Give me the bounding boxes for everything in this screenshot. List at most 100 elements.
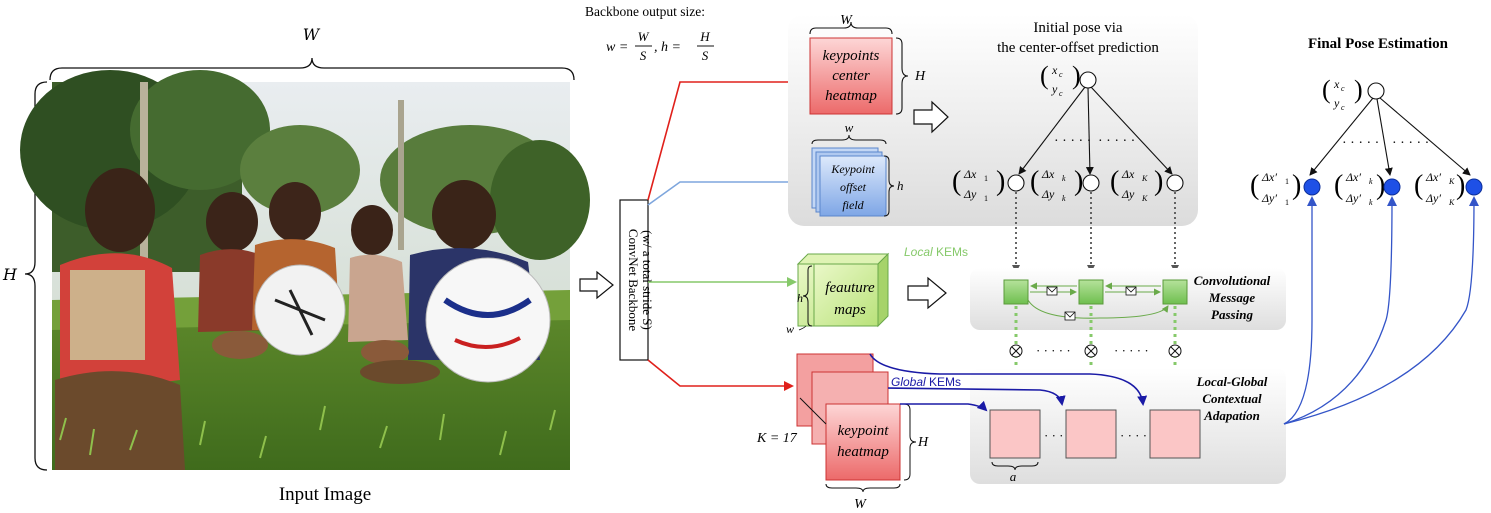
- final-pose-title: Final Pose Estimation: [1308, 36, 1449, 52]
- svg-text:· · · · ·: · · · · ·: [1098, 134, 1135, 149]
- svg-text:w: w: [845, 120, 854, 135]
- svg-text:maps: maps: [834, 302, 866, 318]
- svg-text:Message: Message: [1208, 290, 1255, 305]
- svg-text:Δx: Δx: [963, 167, 977, 181]
- svg-text:c: c: [1059, 70, 1063, 79]
- svg-text:Δy′: Δy′: [1261, 191, 1277, 205]
- svg-text:heatmap: heatmap: [837, 444, 889, 460]
- svg-text:K: K: [1141, 194, 1148, 203]
- message-passing-panel: [970, 268, 1286, 330]
- svg-text:(: (: [1250, 170, 1259, 201]
- svg-text:): ): [1354, 75, 1363, 104]
- svg-text:w =: w =: [606, 40, 628, 55]
- svg-text:center: center: [832, 68, 870, 84]
- svg-text:keypoint: keypoint: [838, 423, 890, 439]
- input-photo: [20, 70, 590, 470]
- svg-text:c: c: [1341, 103, 1345, 112]
- message-passing-nodes: [1003, 279, 1188, 321]
- svg-text:h: h: [797, 291, 803, 305]
- initial-center-node: [1079, 71, 1097, 89]
- svg-text:Δy: Δy: [1121, 187, 1135, 201]
- svg-text:(: (: [1030, 166, 1039, 197]
- svg-text:y: y: [1333, 96, 1340, 110]
- keypoint-heatmap-block: keypoint heatmap K = 17 H W: [756, 353, 929, 512]
- svg-text:H: H: [917, 435, 929, 450]
- initial-pose-title-line2: the center-offset prediction: [997, 40, 1159, 56]
- svg-text:Δy′: Δy′: [1345, 191, 1361, 205]
- svg-text:H: H: [914, 69, 926, 84]
- final-offset-K: ( ) Δx′ K Δy′ K: [1414, 170, 1483, 207]
- svg-text:Δx: Δx: [1121, 167, 1135, 181]
- svg-text:y: y: [1051, 82, 1058, 96]
- svg-text:(: (: [1322, 75, 1331, 104]
- svg-text:(: (: [1334, 170, 1343, 201]
- convnet-backbone-box: [619, 199, 649, 361]
- keypoint-count-label: K = 17: [756, 431, 798, 446]
- global-kem-paths: [869, 353, 1148, 412]
- svg-text:feauture: feauture: [825, 280, 875, 296]
- svg-text:): ): [1072, 61, 1081, 90]
- svg-text:k: k: [1062, 174, 1066, 183]
- svg-text:1: 1: [984, 174, 988, 183]
- input-height-symbol: H: [2, 265, 18, 284]
- svg-text:W: W: [854, 497, 867, 512]
- svg-text:Adapation: Adapation: [1203, 408, 1260, 423]
- svg-text:c: c: [1341, 84, 1345, 93]
- svg-text:Passing: Passing: [1211, 307, 1253, 322]
- local-global-panel: [970, 368, 1286, 484]
- svg-text:Contextual: Contextual: [1202, 391, 1262, 406]
- svg-text:Local-Global: Local-Global: [1196, 374, 1268, 389]
- svg-text:w: w: [786, 322, 794, 336]
- center-to-pose-arrow: [913, 100, 949, 134]
- svg-text:x: x: [1051, 63, 1058, 77]
- svg-text:K: K: [1141, 174, 1148, 183]
- svg-text:offset: offset: [840, 180, 867, 194]
- svg-text:Δx′: Δx′: [1425, 170, 1441, 184]
- svg-text:· · · · ·: · · · · ·: [1342, 136, 1379, 151]
- width-brace: [49, 57, 575, 81]
- svg-text:keypoints: keypoints: [823, 48, 880, 64]
- backbone-section: Backbone output size: w = W S , h = H S …: [585, 4, 714, 361]
- input-image-caption: Input Image: [279, 484, 371, 505]
- final-offset-1: ( ) Δx′ 1 Δy′ 1: [1250, 170, 1321, 207]
- input-section: W H: [2, 25, 590, 505]
- svg-text:W: W: [638, 29, 650, 44]
- offset-field-block: Keypoint offset field w h: [811, 120, 904, 217]
- svg-text:(: (: [952, 166, 961, 197]
- svg-text:K: K: [1448, 198, 1455, 207]
- svg-text:· · · · ·: · · · · ·: [1392, 136, 1429, 151]
- final-offset-k: ( ) Δx′ k Δy′ k: [1334, 170, 1401, 207]
- svg-text:): ): [1074, 166, 1083, 197]
- global-kems-label: Global KEMs: [891, 375, 961, 389]
- svg-text:(: (: [1040, 61, 1049, 90]
- svg-text:S: S: [702, 48, 709, 63]
- svg-text:Δx′: Δx′: [1261, 170, 1277, 184]
- message-passing-label: Convolutional Message Passing: [1194, 273, 1271, 322]
- svg-text:heatmap: heatmap: [825, 88, 877, 104]
- backbone-output-title: Backbone output size:: [585, 4, 705, 19]
- height-brace: [24, 81, 48, 471]
- svg-text:k: k: [1062, 194, 1066, 203]
- initial-pose-tree: Initial pose via the center-offset predi…: [952, 20, 1184, 203]
- svg-text:c: c: [1059, 89, 1063, 98]
- path-to-offset-field: [647, 177, 808, 206]
- svg-text:S: S: [640, 48, 647, 63]
- path-to-center-heatmap: [647, 77, 805, 201]
- backbone-box-line1: ConvNet Backbone: [626, 229, 641, 331]
- final-pose-section: Final Pose Estimation ( ) x c y c · · · …: [1250, 36, 1483, 207]
- final-refinement-paths: [1283, 196, 1479, 425]
- input-to-backbone-arrow: [579, 270, 614, 300]
- svg-text:Δy′: Δy′: [1425, 191, 1441, 205]
- svg-text:Δy: Δy: [1041, 187, 1055, 201]
- svg-text:k: k: [1369, 177, 1373, 186]
- svg-text:1: 1: [1285, 177, 1289, 186]
- svg-text:H: H: [699, 29, 710, 44]
- feature-to-message-arrow: [907, 276, 947, 310]
- svg-text:Keypoint: Keypoint: [830, 162, 875, 176]
- input-width-symbol: W: [303, 25, 321, 44]
- svg-text:): ): [1154, 166, 1163, 197]
- backbone-box-line2: (w/ a total stride S): [640, 230, 655, 330]
- multiply-operators: [1009, 344, 1182, 358]
- svg-text:): ): [1376, 170, 1385, 201]
- feature-maps-block: feauture maps h w: [786, 252, 890, 336]
